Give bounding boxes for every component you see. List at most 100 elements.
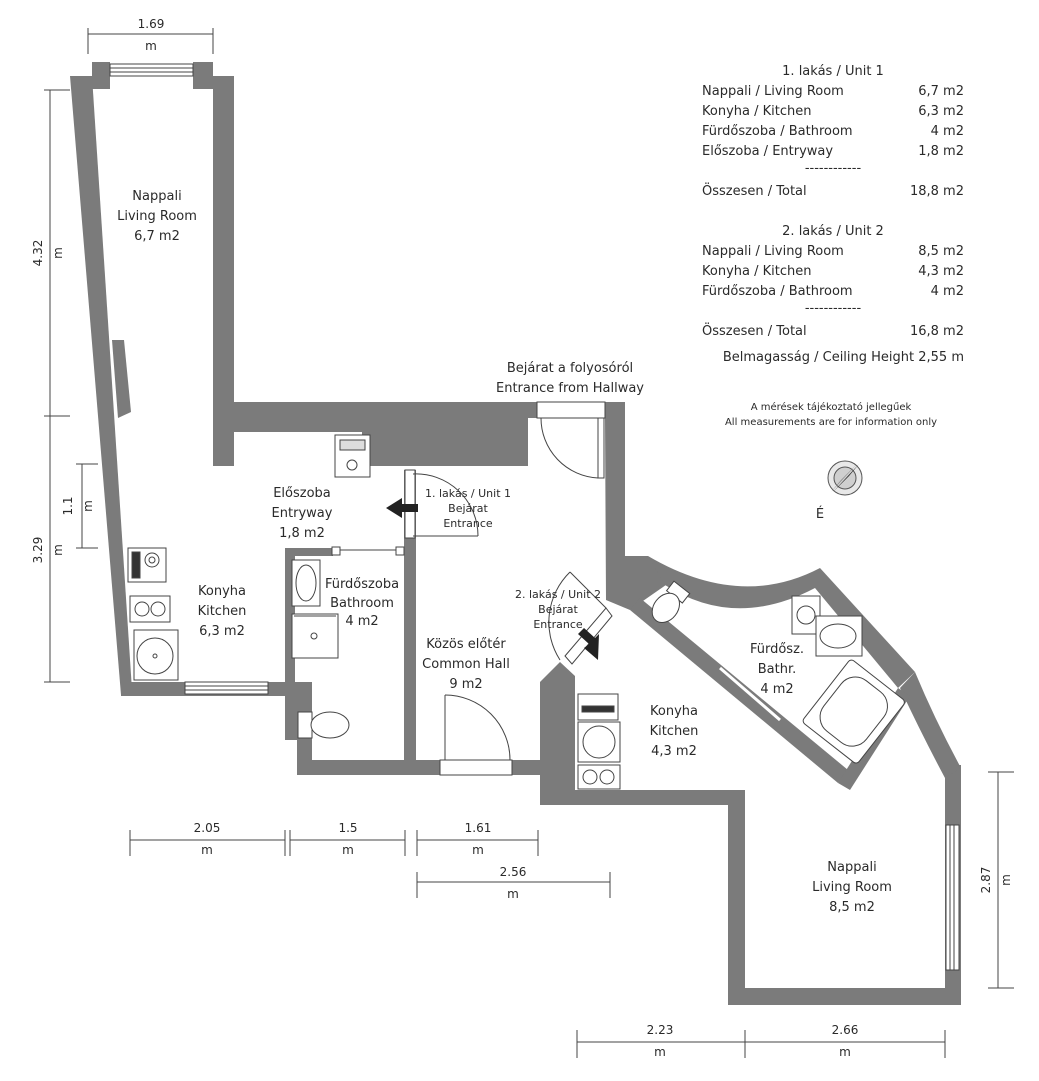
dim-bottom-4-unit: m	[507, 887, 519, 901]
svg-text:Entrance: Entrance	[443, 517, 493, 530]
wall-u1-pier	[112, 340, 131, 418]
svg-text:1. lakás / Unit 1: 1. lakás / Unit 1	[425, 487, 511, 500]
wall-u1-top-left	[92, 62, 110, 89]
room-u1-bath: Fürdőszoba Bathroom 4 m2	[325, 577, 399, 629]
svg-text:4,3 m2: 4,3 m2	[651, 744, 697, 759]
svg-text:Entrance from Hallway: Entrance from Hallway	[496, 381, 644, 396]
unit-1-title: 1. lakás / Unit 1	[782, 64, 884, 79]
door-label-u2: 2. lakás / Unit 2 Bejárat Entrance	[515, 588, 601, 631]
dim-bottom-6: 2.66	[832, 1023, 859, 1037]
svg-text:4 m2: 4 m2	[345, 614, 378, 629]
dim-bottom-6-unit: m	[839, 1045, 851, 1059]
window-u1-kitchen	[184, 681, 269, 695]
door-common-swing	[444, 694, 511, 761]
dim-bottom-2: 1.5	[338, 821, 357, 835]
svg-text:Bejárat a folyosóról: Bejárat a folyosóról	[507, 361, 633, 376]
dim-left-small-unit: m	[81, 500, 95, 512]
u1-toilet-icon	[297, 711, 313, 739]
wall-divider-vertical	[404, 470, 416, 760]
wall-u1-top-right	[193, 62, 213, 89]
wall-entrance-right	[605, 418, 676, 610]
svg-text:Bathroom: Bathroom	[330, 596, 394, 611]
svg-text:Common Hall: Common Hall	[422, 657, 510, 672]
svg-text:Fürdősz.: Fürdősz.	[750, 642, 804, 657]
svg-text:Kitchen: Kitchen	[650, 724, 699, 739]
door-u2-swing	[548, 571, 571, 661]
dim-right-1-unit: m	[999, 874, 1013, 886]
dim-left-small: 1.1	[61, 496, 75, 515]
svg-text:8,5 m2: 8,5 m2	[829, 900, 875, 915]
ceiling-height: Belmagasság / Ceiling Height 2,55 m	[722, 350, 964, 365]
windows	[109, 63, 960, 971]
svg-text:2. lakás / Unit 2: 2. lakás / Unit 2	[515, 588, 601, 601]
door-u1-swing	[412, 473, 479, 537]
wall-u2-living-bottom	[728, 988, 961, 1005]
dim-bottom-5: 2.23	[647, 1023, 674, 1037]
dim-bottom-1: 2.05	[194, 821, 221, 835]
dim-left-upper-unit: m	[51, 247, 65, 259]
wall-corridor-top	[213, 402, 537, 466]
wall-common-bottom	[404, 760, 440, 775]
wall-u1-right	[213, 76, 234, 416]
svg-text:Kitchen: Kitchen	[198, 604, 247, 619]
svg-text:Living Room: Living Room	[117, 209, 197, 224]
svg-text:Nappali: Nappali	[132, 189, 181, 204]
wall-u2-diagonal	[630, 598, 848, 783]
svg-text:Entrance: Entrance	[533, 618, 583, 631]
dim-left-lower: 3.29	[31, 537, 45, 564]
svg-text:6,7 m2: 6,7 m2	[134, 229, 180, 244]
svg-text:1,8 m2: 1,8 m2	[279, 526, 325, 541]
room-u1-living: Nappali Living Room 6,7 m2	[117, 189, 197, 244]
arrow-u1-icon	[386, 498, 418, 518]
svg-text:9 m2: 9 m2	[449, 677, 482, 692]
svg-text:Bejárat: Bejárat	[538, 603, 578, 616]
svg-text:6,3 m2: 6,3 m2	[199, 624, 245, 639]
dim-left-lower-unit: m	[51, 544, 65, 556]
dim-bottom-4: 2.56	[500, 865, 527, 879]
wall-u2-curve-top	[648, 556, 915, 688]
dim-right-1: 2.87	[979, 867, 993, 894]
wall-u2-curve-right	[900, 672, 961, 778]
room-u2-living: Nappali Living Room 8,5 m2	[812, 860, 892, 915]
svg-text:Közös előtér: Közös előtér	[426, 637, 506, 652]
dim-bottom-3-unit: m	[472, 843, 484, 857]
room-u2-kitchen: Konyha Kitchen 4,3 m2	[650, 704, 699, 759]
measurement-note: A mérések tájékoztató jellegűek All meas…	[724, 402, 938, 428]
door-hallway-swing	[540, 417, 599, 479]
unit-2-separator: ------------	[804, 301, 862, 316]
svg-text:Előszoba: Előszoba	[273, 486, 331, 501]
room-u1-kitchen: Konyha Kitchen 6,3 m2	[198, 584, 247, 639]
dim-bottom-1-unit: m	[201, 843, 213, 857]
compass-label: É	[816, 506, 824, 522]
wall-u1-bath-left	[285, 548, 295, 696]
unit-1-separator: ------------	[804, 161, 862, 176]
room-common-hall: Közös előtér Common Hall 9 m2	[422, 637, 510, 692]
door-hallway-frame	[536, 401, 606, 419]
svg-text:Nappali: Nappali	[827, 860, 876, 875]
room-u2-bath: Fürdősz. Bathr. 4 m2	[750, 642, 804, 697]
svg-text:Bathr.: Bathr.	[758, 662, 797, 677]
dim-top-width: 1.69	[138, 17, 165, 31]
window-u1-top	[109, 63, 194, 77]
room-u1-entry: Előszoba Entryway 1,8 m2	[272, 486, 333, 541]
door-label-u1: 1. lakás / Unit 1 Bejárat Entrance	[425, 487, 511, 530]
wall-bath-top	[285, 548, 333, 556]
dim-bottom-3: 1.61	[465, 821, 492, 835]
u1-shower-icon	[291, 613, 339, 659]
svg-text:Entryway: Entryway	[272, 506, 333, 521]
entrance-arrows	[386, 498, 599, 660]
arrow-u2-icon	[578, 628, 599, 660]
unit-2-title: 2. lakás / Unit 2	[782, 224, 884, 239]
